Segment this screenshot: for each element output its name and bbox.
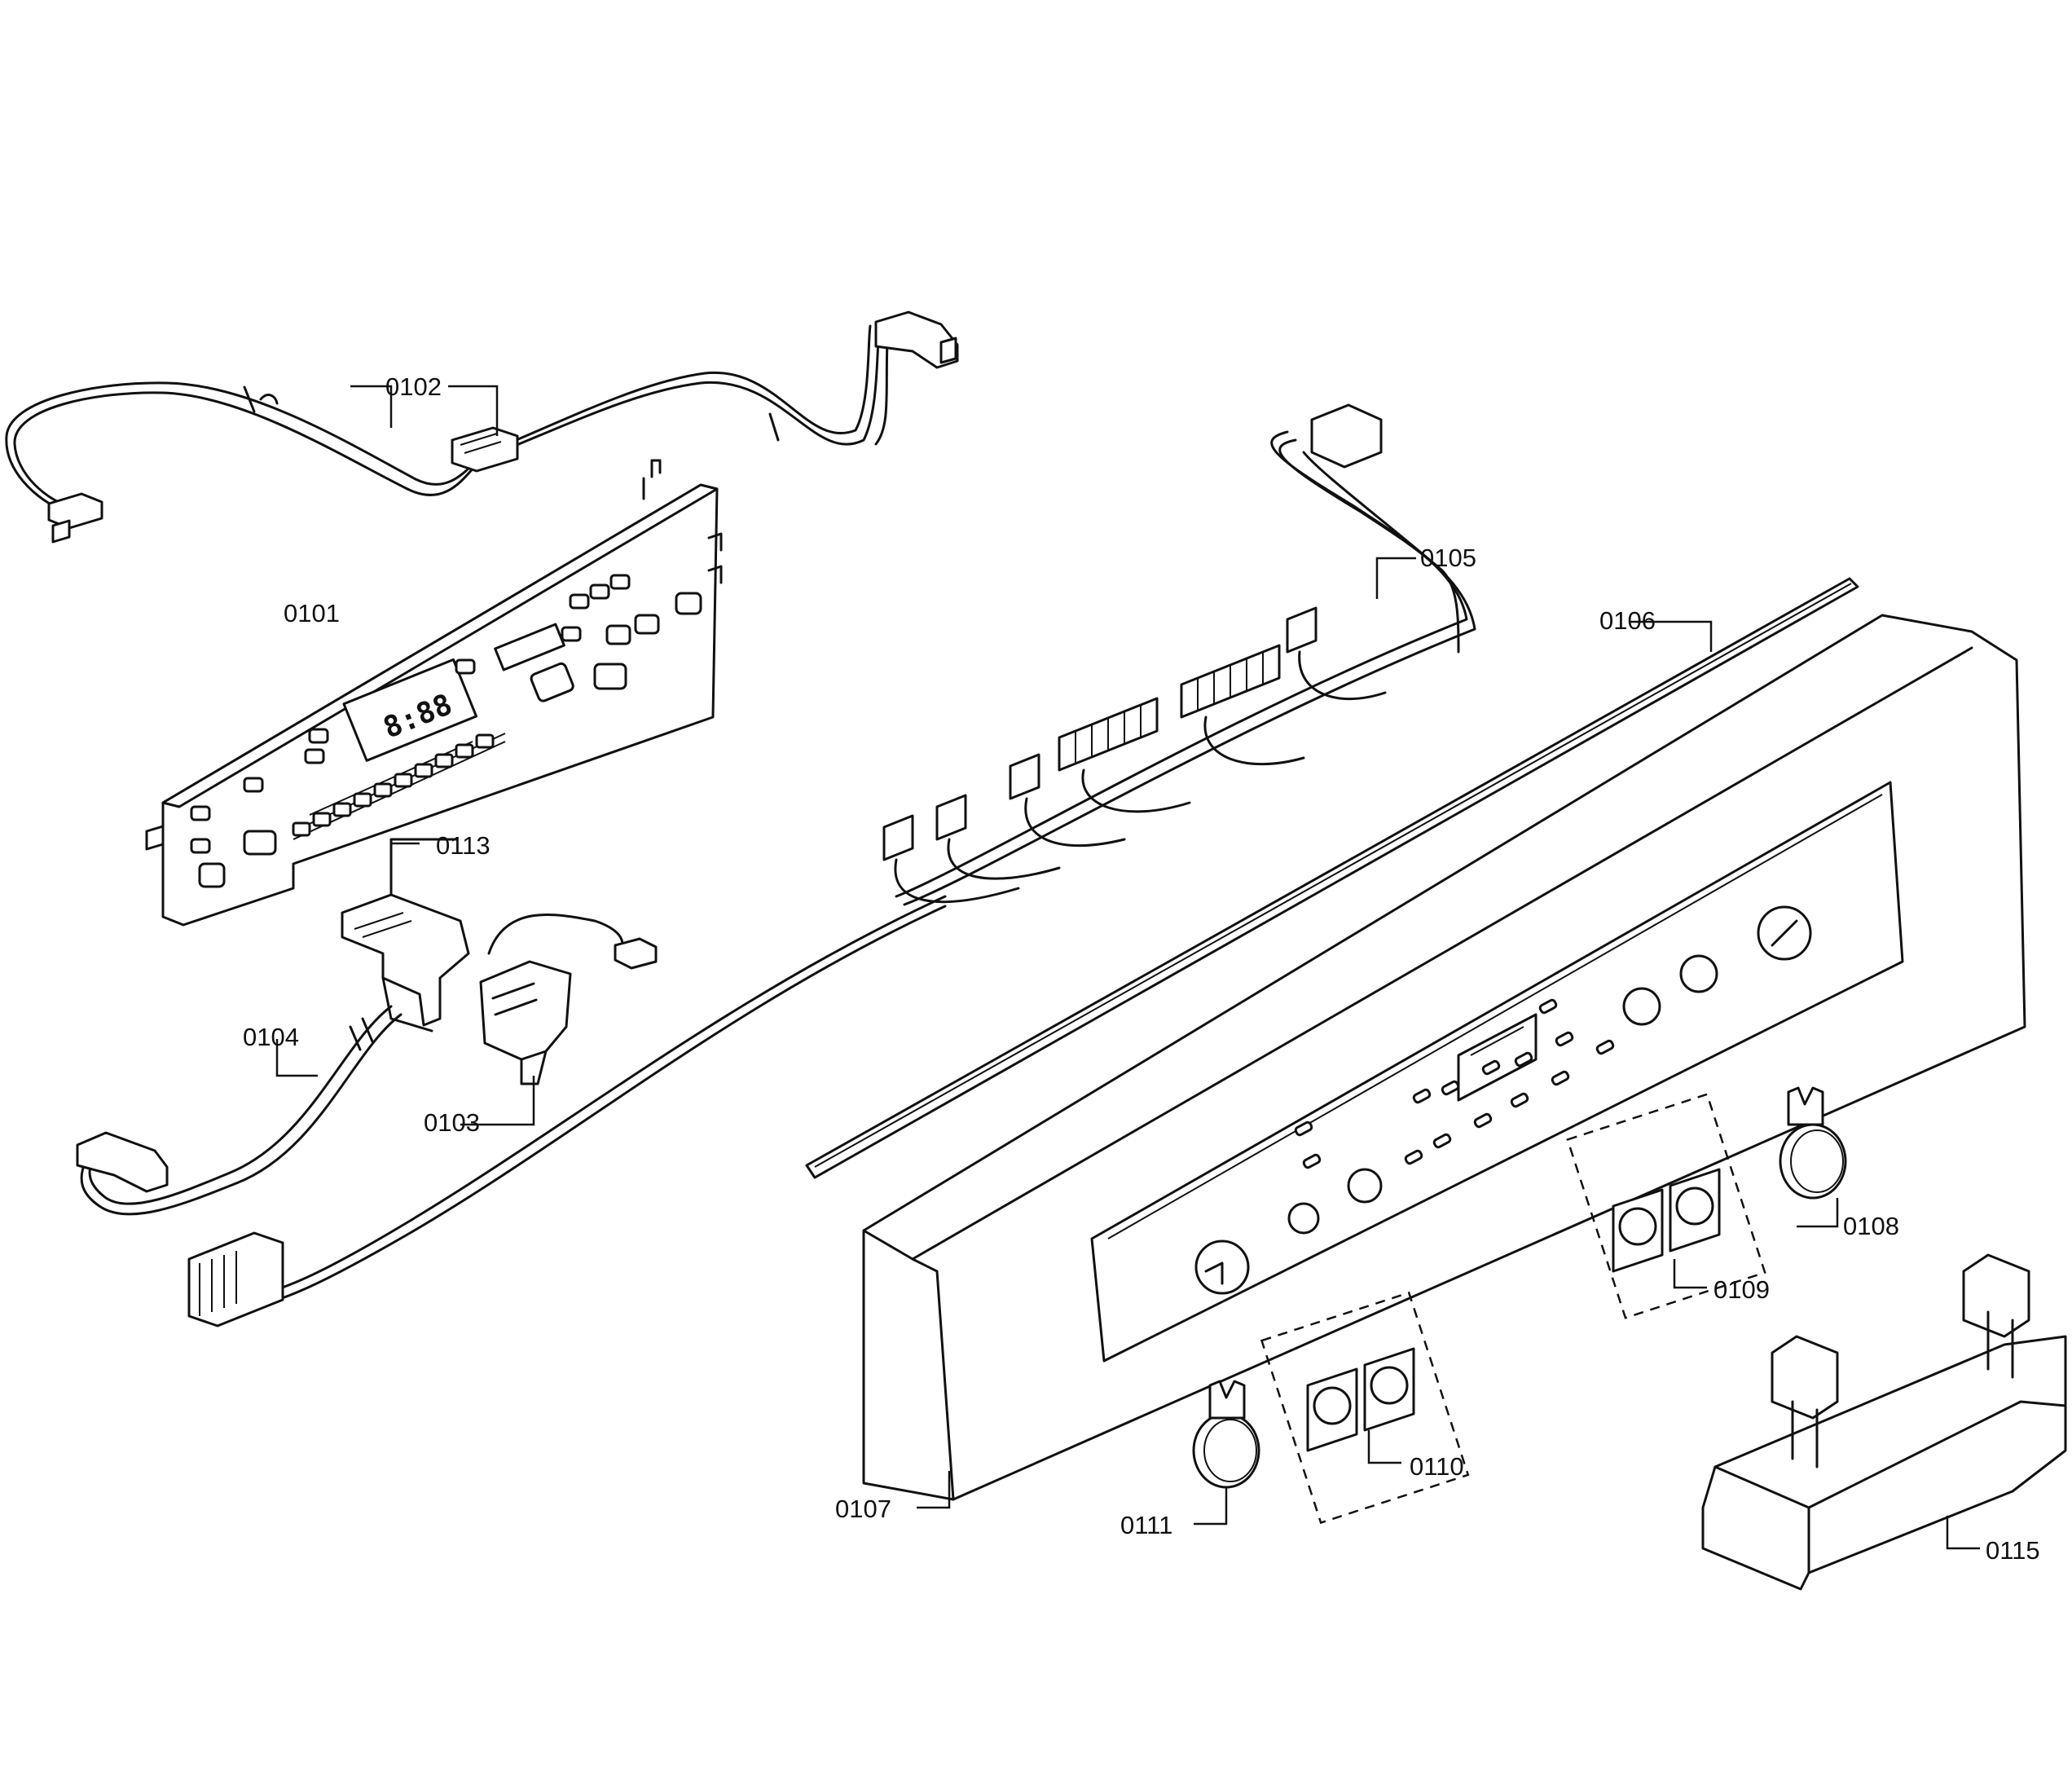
label-0106: 0106 [1599,606,1656,635]
label-0104: 0104 [243,1023,299,1051]
control-board-0101: 8:88 [145,459,723,927]
label-0107: 0107 [835,1495,891,1523]
label-0103: 0103 [424,1108,480,1137]
label-0113: 0113 [436,831,491,860]
label-0101: 0101 [284,599,340,627]
board-button-row [292,733,495,837]
mounting-bracket-0115 [1701,1253,2067,1591]
label-0111: 0111 [1120,1511,1172,1539]
wire-harness-0102 [5,310,959,544]
button-group-0110 [1260,1291,1470,1525]
label-0102: 0102 [385,372,442,401]
knob-0108 [1779,1086,1847,1200]
connectors-0105 [882,606,1387,903]
gasket-strip-0106 [805,577,1859,1179]
part-labels: 0102 0101 0113 0104 0103 0105 0106 0108 … [243,372,2040,1565]
bracket-0113 [341,838,470,1032]
label-0115: 0115 [1986,1536,2040,1565]
door-switch-0103 [479,913,658,1085]
leader-lines [275,385,1980,1550]
wire-harness-0104 [76,1005,403,1216]
wire-harness-0105 [187,403,1476,1327]
label-0108: 0108 [1843,1212,1899,1240]
panel-indicator-slots [1294,998,1615,1169]
label-0109: 0109 [1713,1275,1770,1304]
button-group-0109 [1566,1093,1766,1319]
label-0110: 0110 [1410,1452,1464,1481]
knob-0111 [1192,1380,1260,1489]
label-0105: 0105 [1420,544,1476,572]
fascia-panel-0107 [862,614,2026,1501]
